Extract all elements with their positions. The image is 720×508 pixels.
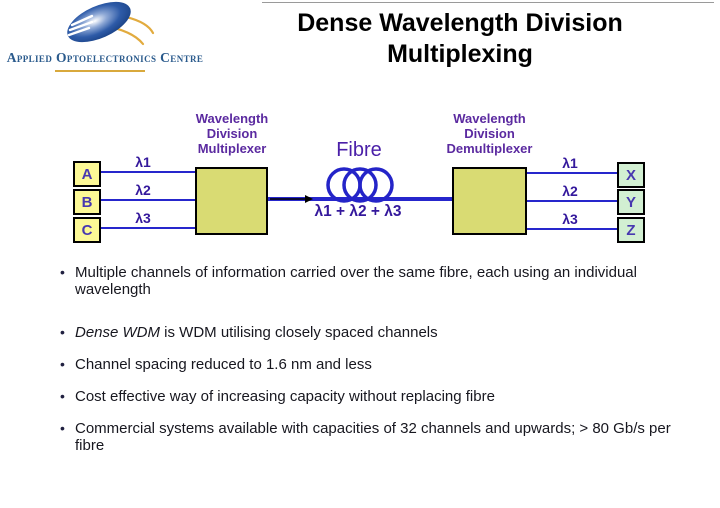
input-lambda-2: λ2 xyxy=(135,182,151,198)
bullet-item: • Commercial systems available with capa… xyxy=(60,420,680,454)
mux-label: Wavelength Division Multiplexer xyxy=(195,111,269,156)
output-line-1 xyxy=(527,172,617,174)
multiplexer-box xyxy=(195,167,268,235)
bullet-dot: • xyxy=(60,356,65,372)
bullet-item: • Dense WDM is WDM utilising closely spa… xyxy=(60,324,680,341)
input-lambda-3: λ3 xyxy=(135,210,151,226)
bullet-item: • Cost effective way of increasing capac… xyxy=(60,388,680,405)
input-line-1 xyxy=(101,171,195,173)
bullet-text: Commercial systems available with capaci… xyxy=(75,420,671,454)
logo-text: Applied Optoelectronics Centre xyxy=(6,50,204,65)
output-box-z: Z xyxy=(617,217,645,243)
bullet-dot: • xyxy=(60,324,65,340)
slide-title: Dense Wavelength Division Multiplexing xyxy=(297,9,623,68)
fibre-sum-label: λ1 + λ2 + λ3 xyxy=(314,203,402,220)
input-box-a: A xyxy=(73,161,101,187)
fibre-label: Fibre xyxy=(336,139,382,161)
bullet-item: • Channel spacing reduced to 1.6 nm and … xyxy=(60,356,680,373)
flow-arrow-icon xyxy=(270,195,313,203)
input-line-3 xyxy=(101,227,195,229)
input-line-2 xyxy=(101,199,195,201)
output-lambda-2: λ2 xyxy=(562,183,578,199)
logo-underline xyxy=(55,70,145,72)
aoc-logo-icon xyxy=(67,1,155,46)
fibre-coil-icon xyxy=(326,167,394,203)
output-lambda-1: λ1 xyxy=(562,155,578,171)
bullet-dot: • xyxy=(60,388,65,404)
bullet-list: • Multiple channels of information carri… xyxy=(60,264,680,469)
input-box-c: C xyxy=(73,217,101,243)
demux-label: Wavelength Division Demultiplexer xyxy=(446,111,533,156)
bullet-item: • Multiple channels of information carri… xyxy=(60,264,680,298)
bullet-text: Multiple channels of information carried… xyxy=(75,264,637,298)
bullet-dot: • xyxy=(60,264,65,280)
input-lambda-1: λ1 xyxy=(135,154,151,170)
bullet-text-rest: is WDM utilising closely spaced channels xyxy=(160,324,438,341)
fibre-line xyxy=(268,197,453,201)
input-box-b: B xyxy=(73,189,101,215)
bullet-text: Channel spacing reduced to 1.6 nm and le… xyxy=(75,356,372,373)
bullet-text: Cost effective way of increasing capacit… xyxy=(75,388,495,405)
bullet-dot: • xyxy=(60,420,65,436)
output-lambda-3: λ3 xyxy=(562,211,578,227)
output-line-3 xyxy=(527,228,617,230)
output-box-y: Y xyxy=(617,189,645,215)
output-box-x: X xyxy=(617,162,645,188)
title-box-border xyxy=(262,2,714,3)
bullet-text: Dense WDM is WDM utilising closely space… xyxy=(75,324,679,341)
output-line-2 xyxy=(527,200,617,202)
bullet-emphasis: Dense WDM xyxy=(75,324,161,341)
demultiplexer-box xyxy=(452,167,527,235)
